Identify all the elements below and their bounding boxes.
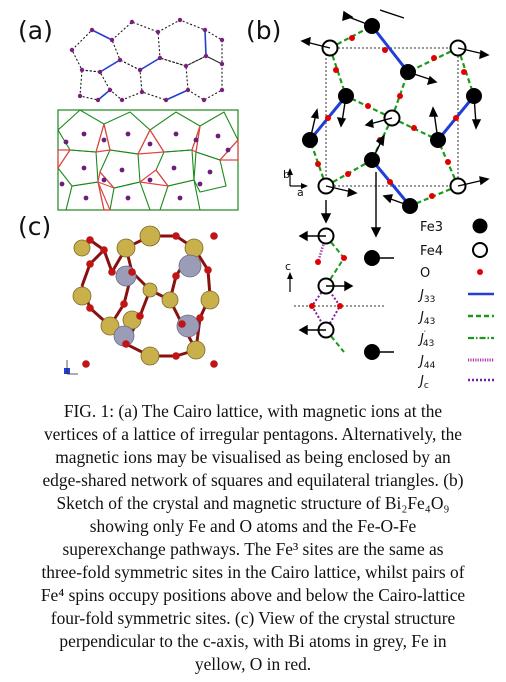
legend-fe4-label: Fe4 — [420, 244, 443, 259]
svg-text:J43: J43 — [417, 310, 435, 327]
legend: Fe3 Fe4 O J33 J43 J′43 J44 Jc — [417, 218, 494, 391]
squares-triangles-network — [57, 109, 239, 211]
axis-b-label: b — [283, 168, 290, 181]
figure-caption: FIG. 1: (a) The Cairo lattice, with magn… — [10, 400, 496, 676]
axes-b-a: b a — [283, 168, 308, 199]
caption-line: FIG. 1: (a) The Cairo lattice, with magn… — [63, 401, 443, 421]
axis-a-label: a — [297, 186, 304, 199]
caption-line: four-fold symmetric sites. (c) View of t… — [50, 608, 456, 628]
axis-c-label: c — [285, 260, 291, 273]
legend-fe3-label: Fe3 — [420, 220, 443, 235]
crystal-structure-view-c — [64, 225, 220, 375]
crystal-magnetic-structure — [300, 9, 490, 238]
figure-illustration: b a c — [57, 9, 494, 391]
legend-j33-label: J — [417, 288, 424, 303]
panel-label-a: (a) — [18, 16, 53, 45]
legend-jc-sub: c — [424, 381, 429, 391]
legend-o-label: O — [420, 266, 430, 281]
legend-jc-label: J — [417, 374, 424, 389]
legend-j43-sub: 43 — [424, 317, 435, 327]
panel-label-b: (b) — [246, 16, 282, 45]
legend-j43-prime: J′43 — [417, 330, 494, 349]
caption-line: superexchange pathways. The Fe³ sites ar… — [62, 539, 444, 559]
panel-label-c: (c) — [18, 212, 52, 241]
legend-j44-label: J — [417, 354, 424, 369]
legend-j43p-sup: ′ — [424, 330, 426, 340]
caption-line: perpendicular to the c-axis, with Bi ato… — [59, 631, 447, 651]
legend-j43p-sub: 43 — [423, 339, 434, 349]
legend-o: O — [420, 266, 483, 281]
cairo-pentagon-lattice — [69, 17, 225, 103]
legend-j33-sub: 33 — [424, 295, 435, 305]
legend-j44-sub: 44 — [424, 361, 436, 371]
legend-j43: J43 — [417, 310, 494, 327]
legend-j43p-label: J — [417, 332, 424, 347]
legend-j33: J33 — [417, 288, 494, 305]
legend-j44: J44 — [417, 354, 494, 371]
caption-line: edge-shared network of squares and equil… — [42, 470, 464, 490]
caption-line: Fe⁴ spins occupy positions above and bel… — [40, 585, 466, 605]
legend-jc: Jc — [417, 374, 494, 391]
side-view-sketch: c — [285, 227, 394, 360]
caption-line: three-fold symmetric sites in the Cairo … — [41, 562, 465, 582]
legend-j43-label: J — [417, 310, 424, 325]
svg-text:J33: J33 — [417, 288, 435, 305]
legend-fe3: Fe3 — [420, 218, 488, 235]
svg-text:J44: J44 — [417, 354, 436, 371]
svg-text:J′43: J′43 — [417, 330, 434, 349]
caption-line: yellow, O in red. — [194, 654, 312, 674]
caption-line: Sketch of the crystal and magnetic struc… — [56, 493, 450, 513]
caption-line: vertices of a lattice of irregular penta… — [43, 424, 462, 444]
legend-fe4: Fe4 — [420, 242, 488, 259]
caption-line: magnetic ions may be visualised as being… — [55, 447, 451, 467]
svg-text:Jc: Jc — [417, 374, 429, 391]
caption-line: showing only Fe and O atoms and the Fe-O… — [89, 516, 417, 536]
